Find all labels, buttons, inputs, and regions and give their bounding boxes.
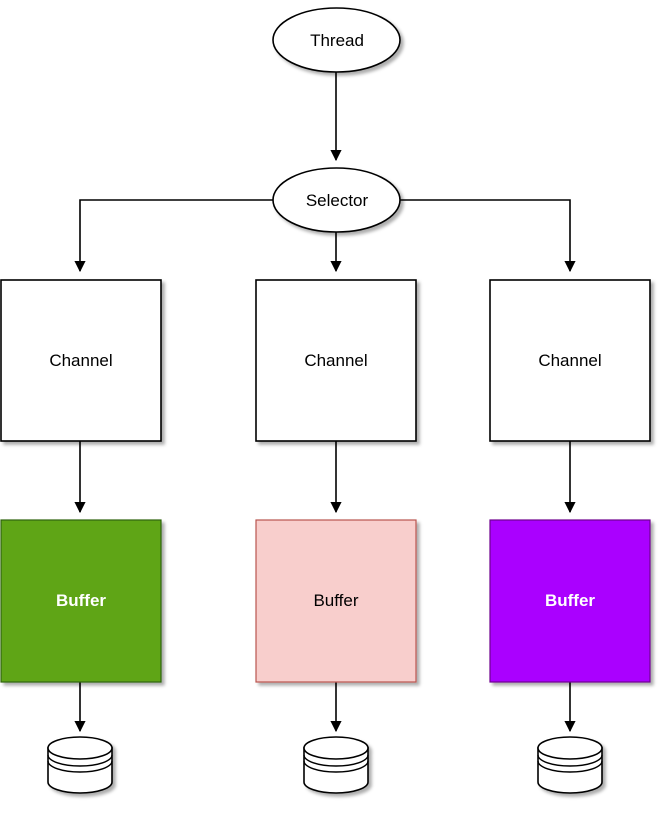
node-store-2[interactable]: [537, 736, 603, 794]
node-store-1[interactable]: [303, 736, 369, 794]
node-buffer-2[interactable]: [489, 519, 651, 683]
edge-selector-to-channel-2: [400, 199, 576, 273]
node-channel-0[interactable]: [0, 279, 162, 442]
node-channel-1[interactable]: [255, 279, 417, 442]
edge-layer: [74, 72, 576, 733]
node-buffer-1[interactable]: [255, 519, 417, 683]
node-thread[interactable]: [272, 7, 401, 73]
node-selector[interactable]: [272, 167, 401, 233]
node-store-0[interactable]: [47, 736, 113, 794]
node-channel-2[interactable]: [489, 279, 651, 442]
node-buffer-0[interactable]: [0, 519, 162, 683]
edge-selector-to-channel-0: [74, 199, 273, 273]
